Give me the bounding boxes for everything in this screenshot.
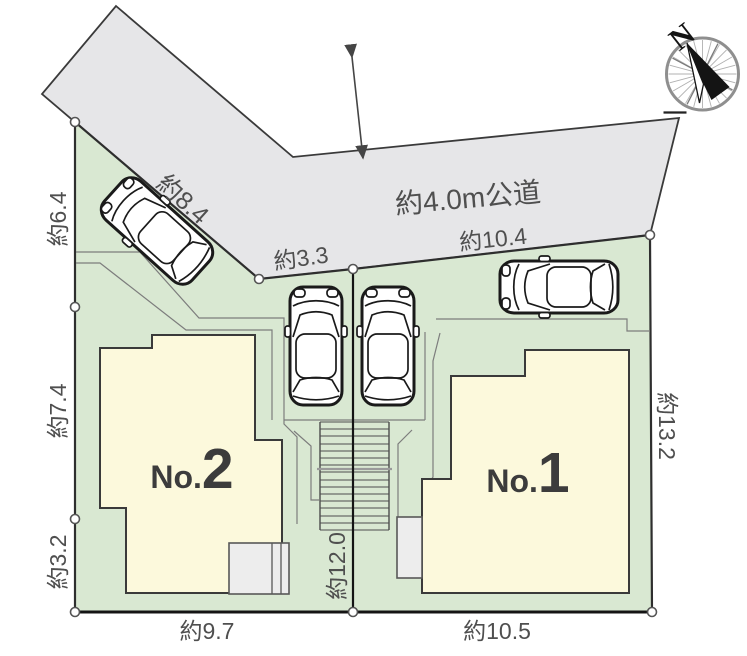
dim-label-bottom-right: 約10.5 (463, 618, 531, 644)
lot-label-no1: No.1 (486, 441, 569, 505)
boundary-markers (69, 116, 658, 618)
boundary-marker-icon (347, 263, 359, 275)
boundary-marker-icon (69, 301, 81, 313)
car-icon (355, 285, 421, 407)
boundary-marker-icon (69, 116, 81, 128)
compass-rose-icon: N (662, 16, 740, 114)
dim-label-left-upper: 約6.4 (45, 191, 71, 246)
dim-label-left-middle: 約7.4 (45, 383, 71, 438)
lot1-number: 1 (538, 441, 570, 505)
dim-label-bottom-left: 約9.7 (180, 618, 235, 644)
stairs (317, 421, 392, 531)
porch-no2 (228, 542, 290, 595)
dim-label-left-lower: 約3.2 (45, 535, 71, 590)
boundary-marker-icon (646, 606, 658, 618)
compass-needle-black (687, 43, 730, 100)
lot2-number: 2 (202, 437, 234, 501)
lot1-prefix: No. (486, 463, 538, 499)
dim-label-right: 約13.2 (654, 392, 680, 460)
house-no1-footprint (421, 349, 630, 594)
dim-label-center: 約12.0 (324, 532, 350, 600)
porch-no1 (396, 516, 423, 579)
car-icon (498, 254, 620, 320)
lot2-prefix: No. (150, 459, 202, 495)
boundary-marker-icon (69, 513, 81, 525)
boundary-marker-icon (644, 229, 656, 241)
road-width-arrow (344, 43, 368, 160)
boundary-marker-icon (69, 606, 81, 618)
lot-label-no2: No.2 (150, 437, 233, 501)
boundary-marker-icon (347, 606, 359, 618)
boundary-marker-icon (253, 273, 265, 285)
house-no2-footprint (99, 334, 283, 594)
car-icon (283, 285, 349, 407)
